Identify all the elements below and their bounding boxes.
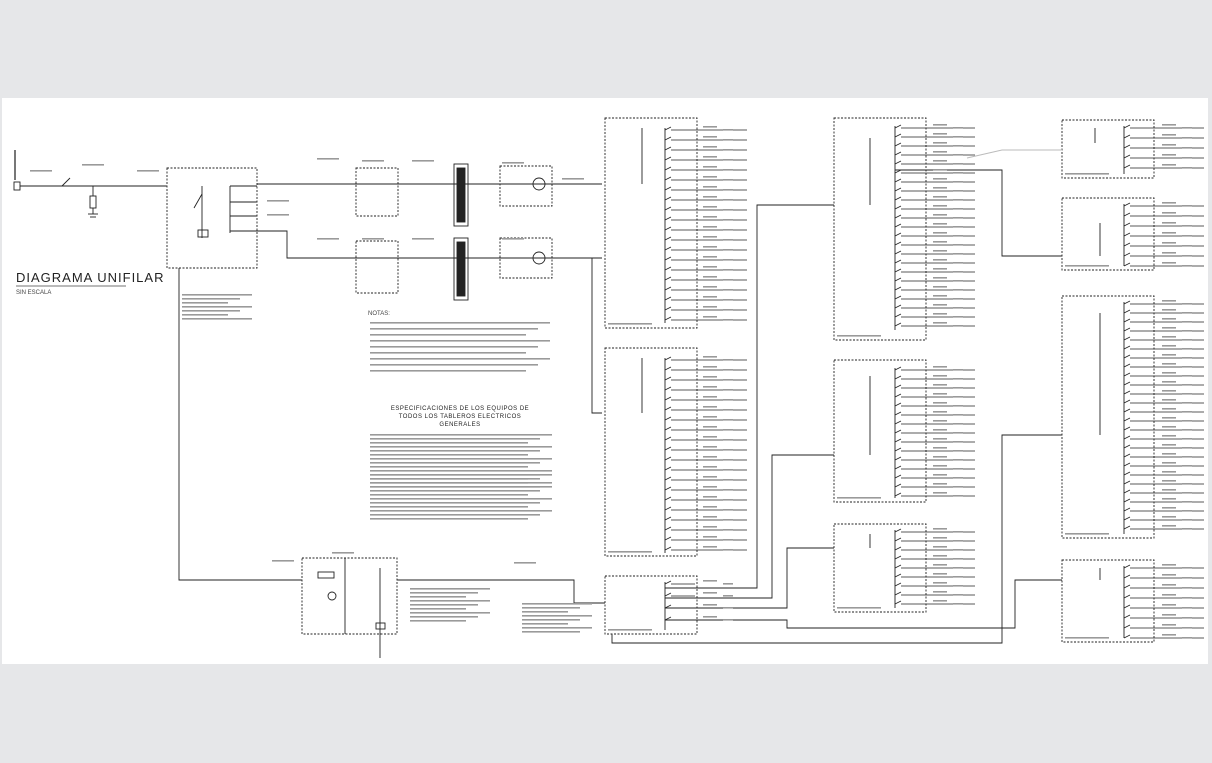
spec-heading-line3: GENERALES <box>439 422 480 428</box>
drawing-sheet: DIAGRAMA UNIFILAR SIN ESCALA NOTAS: ESPE… <box>2 98 1208 664</box>
spec-heading-line2: TODOS LOS TABLEROS ELECTRICOS <box>399 414 522 420</box>
generator-symbol <box>327 591 337 601</box>
panel-g <box>1061 197 1155 271</box>
generator-panel <box>301 557 398 635</box>
diagram-title: DIAGRAMA UNIFILAR <box>16 270 164 285</box>
ups-2 <box>499 237 553 279</box>
notes-title: NOTAS: <box>368 311 390 317</box>
transfer-switch-1 <box>355 167 399 217</box>
main-disconnect <box>61 177 71 187</box>
main-wiring <box>13 117 1155 658</box>
panel-c <box>833 117 927 341</box>
busway-1 <box>453 163 469 227</box>
ups-1-symbol <box>532 177 546 191</box>
small-label-text <box>14 124 1192 639</box>
transfer-switch-2 <box>355 240 399 294</box>
ups-2-symbol <box>532 251 546 265</box>
panel-b <box>604 347 698 557</box>
spec-heading-line1: ESPECIFICACIONES DE LOS EQUIPOS DE <box>391 406 529 412</box>
main-meter <box>197 229 209 238</box>
ups-1 <box>499 165 553 207</box>
panel-h <box>1061 295 1155 539</box>
utility-service-point <box>13 181 21 191</box>
panel-f <box>1061 119 1155 179</box>
panel-a <box>604 117 698 329</box>
panel-i <box>1061 559 1155 643</box>
generator-breaker <box>317 571 335 579</box>
main-switchboard <box>166 167 258 269</box>
transfer-panel <box>604 575 698 635</box>
busway-2 <box>453 237 469 301</box>
diagram-subtitle: SIN ESCALA <box>16 290 51 296</box>
panel-d <box>833 359 927 503</box>
panel-e <box>833 523 927 613</box>
branch-circuits <box>664 124 1204 639</box>
single-line-diagram: DIAGRAMA UNIFILAR SIN ESCALA NOTAS: ESPE… <box>13 117 1204 658</box>
surge-arrester <box>89 195 97 209</box>
